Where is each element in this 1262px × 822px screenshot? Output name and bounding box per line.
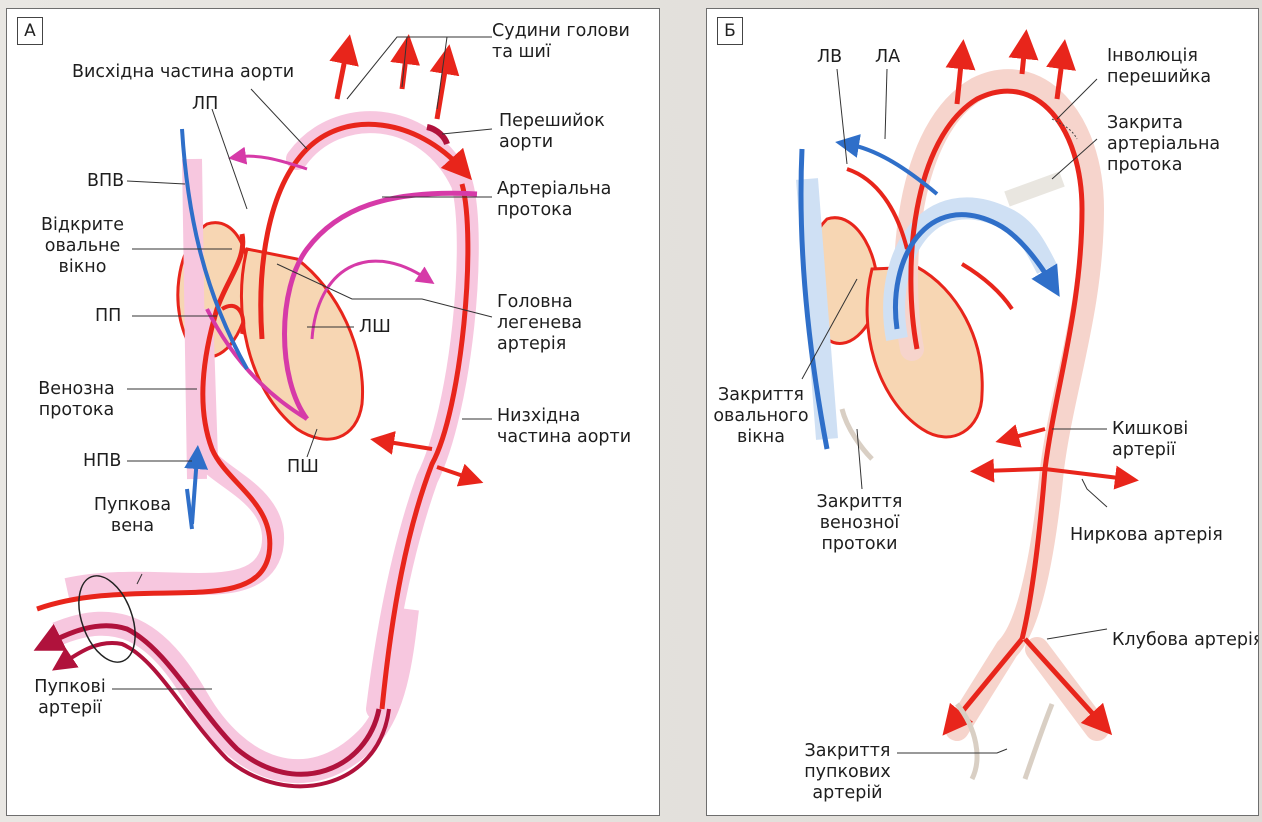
label-right-atrium: ПП — [95, 306, 121, 327]
label-pulmonary-artery-b: ЛА — [875, 47, 900, 68]
label-pulmonary-veins: ЛВ — [817, 47, 842, 68]
label-foramen-closure: Закриття овального вікна — [711, 385, 811, 448]
label-pulmonary-artery: Головна легенева артерія — [497, 292, 582, 355]
label-ductus-venosus: Венозна протока — [29, 379, 124, 421]
panel-tag-a: А — [17, 17, 43, 45]
lv-loop — [962, 264, 1012, 309]
label-left-ventricle: ЛШ — [359, 317, 391, 338]
intestinal-branch — [1007, 429, 1045, 439]
artery-branch-left — [382, 441, 432, 449]
umbilical-vein-pink — [67, 309, 273, 589]
label-umbilical-closure: Закриття пупкових артерій — [795, 741, 900, 804]
label-ductus-arteriosus: Артеріальна протока — [497, 179, 611, 221]
label-iliac-artery: Клубова артерія — [1112, 630, 1259, 651]
label-umbilical-vein: Пупкова вена — [85, 495, 180, 537]
ductus-closed — [1007, 179, 1062, 199]
iliac-right — [1025, 639, 1102, 724]
panel-tag-b: Б — [717, 17, 743, 45]
label-ascending-aorta: Висхідна частина аорти — [72, 62, 294, 83]
label-venous-closure: Закриття венозної протоки — [807, 492, 912, 555]
label-foramen-ovale: Відкрите овальне вікно — [35, 215, 130, 278]
panel-fetal-circulation: А Судини голови та шиї Висхідна частина … — [6, 8, 660, 816]
label-right-ventricle: ПШ — [287, 457, 319, 478]
label-aortic-isthmus: Перешийок аорти — [499, 111, 605, 153]
head-2 — [1022, 44, 1025, 74]
label-ivc: НПВ — [83, 451, 121, 472]
artery-head-3 — [437, 59, 447, 119]
artery-branch-right — [437, 467, 472, 479]
label-closed-ductus: Закрита артеріальна протока — [1107, 113, 1220, 176]
label-head-neck-vessels: Судини голови та шиї — [492, 21, 630, 63]
label-umbilical-arteries: Пупкові артерії — [25, 677, 115, 719]
label-isthmus-involution: Інволюція перешийка — [1107, 46, 1211, 88]
label-descending-aorta: Низхідна частина аорти — [497, 406, 631, 448]
artery-head-1 — [337, 49, 347, 99]
vein-ivc-lower — [187, 489, 192, 529]
panel-postnatal-circulation: Б ЛВ ЛА Інволюція перешийка Закрита арте… — [706, 8, 1259, 816]
label-left-atrium: ЛП — [192, 94, 218, 115]
label-svc: ВПВ — [87, 171, 124, 192]
label-renal-artery: Ниркова артерія — [1070, 525, 1223, 546]
closed-umbilical-2 — [1025, 704, 1052, 779]
label-intestinal-arteries: Кишкові артерії — [1112, 419, 1188, 461]
renal-left — [982, 469, 1043, 471]
